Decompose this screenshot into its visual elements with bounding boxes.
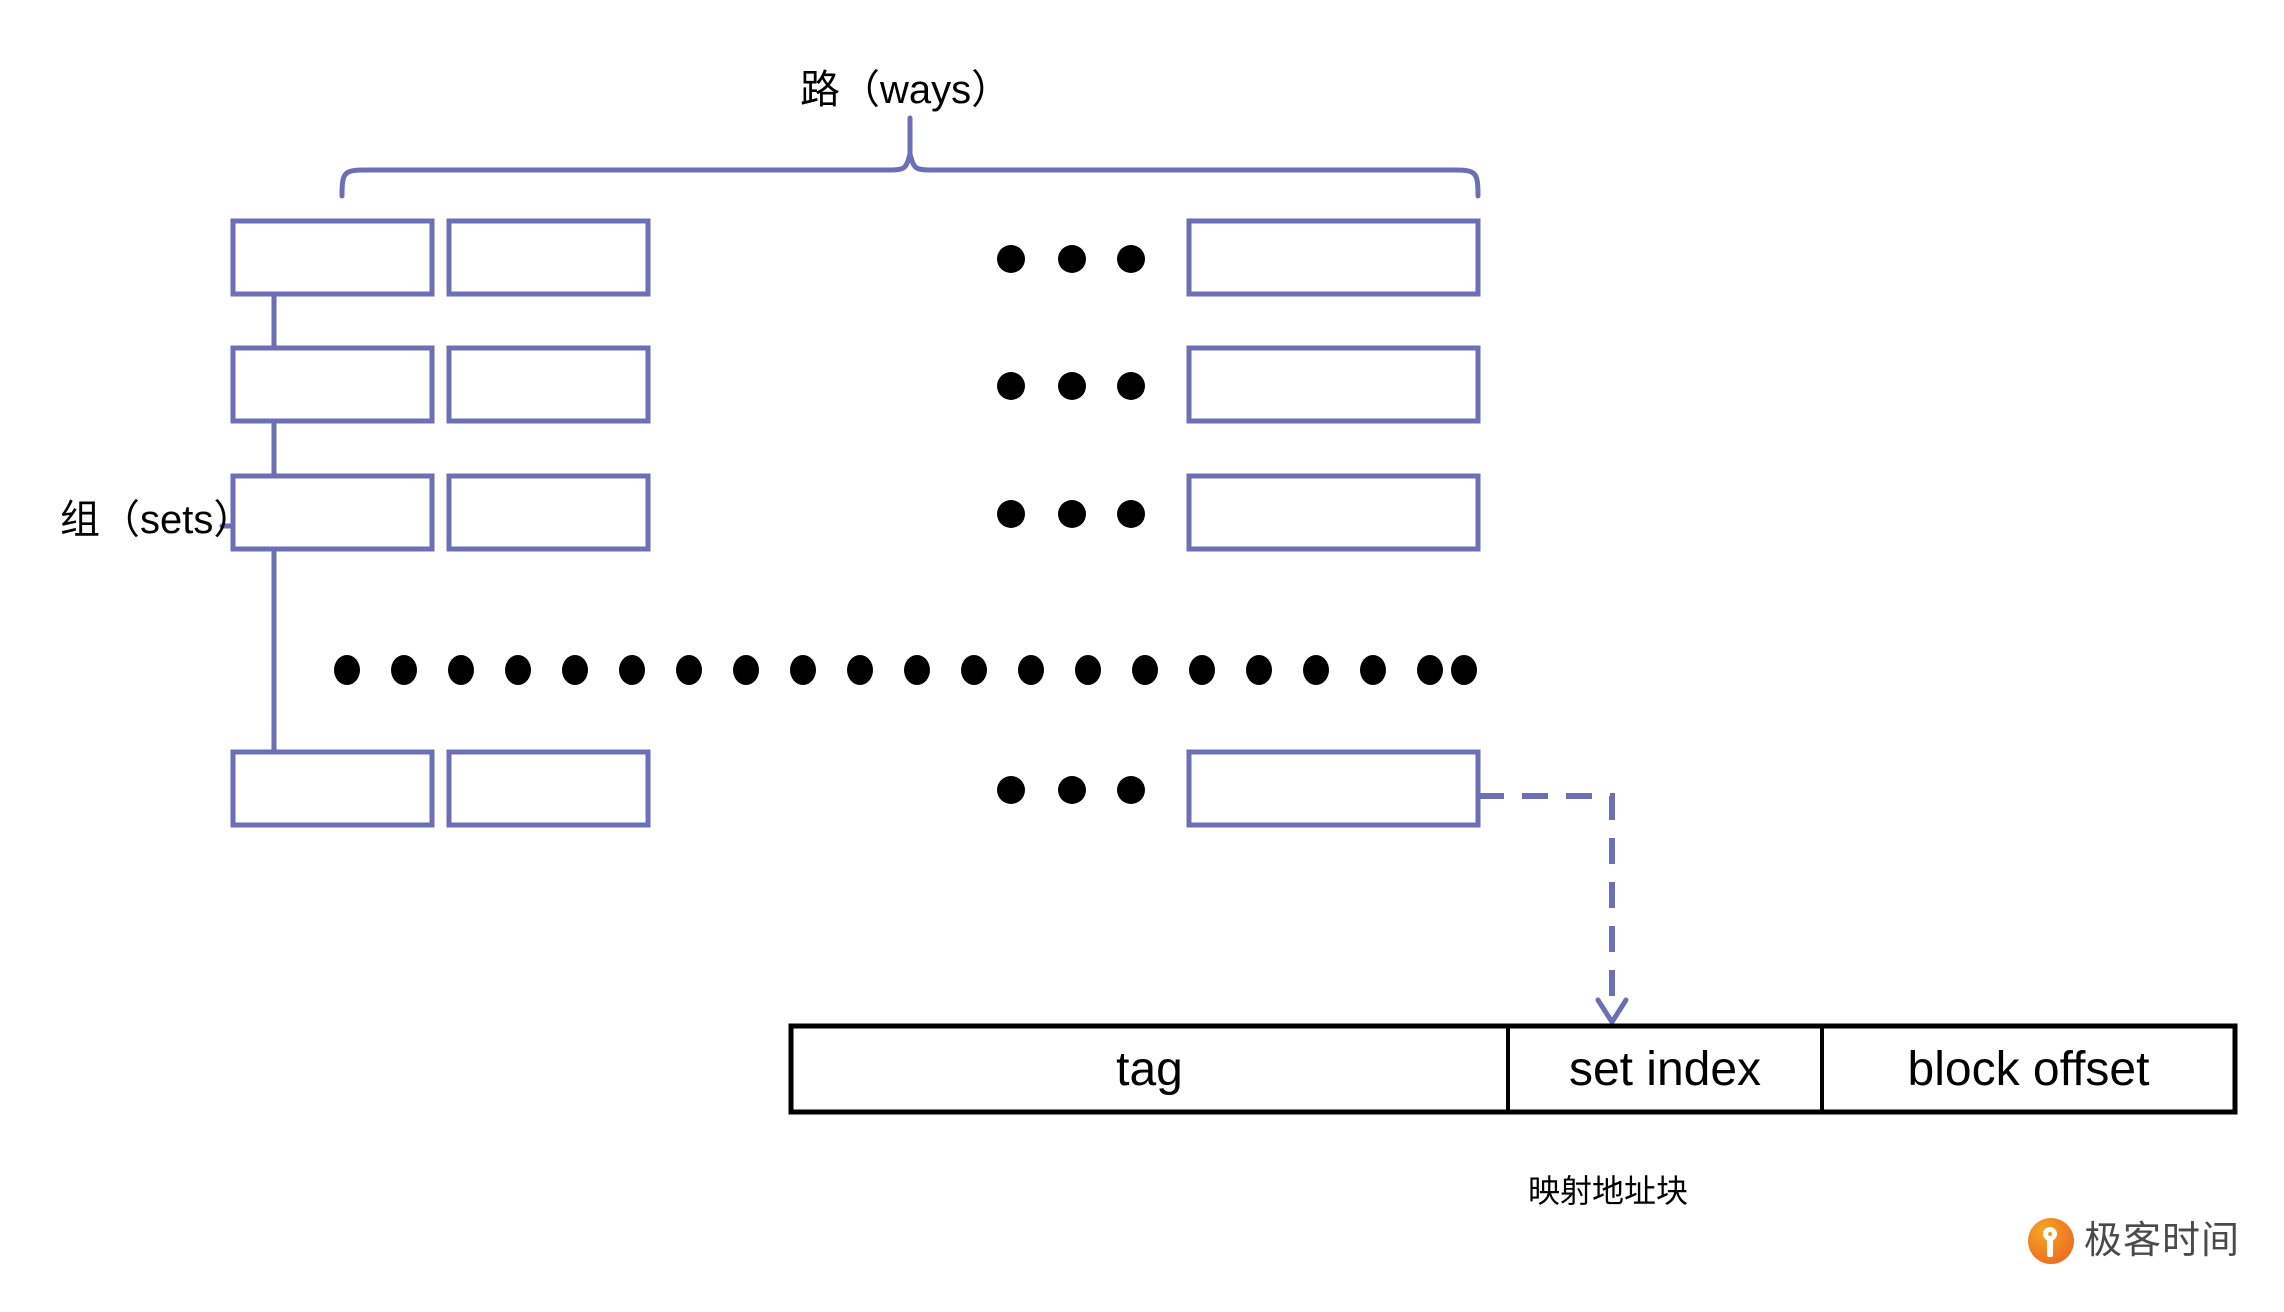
cache-cell-rowN-wayN[interactable]	[1186, 749, 1481, 828]
geektime-logo-icon	[2028, 1218, 2074, 1264]
column-ellipsis-rowN	[997, 776, 1145, 804]
cache-cell-row1-way2[interactable]	[446, 218, 651, 297]
column-ellipsis-row3	[997, 500, 1145, 528]
sets-label: 组（sets）	[60, 498, 254, 542]
address-field-tag[interactable]: tag	[1116, 1042, 1183, 1096]
mapping-dashed-arrow	[1478, 793, 1629, 1025]
column-ellipsis-row1	[997, 245, 1145, 273]
address-field-block-offset[interactable]: block offset	[1907, 1042, 2150, 1096]
cache-cell-row3-way1[interactable]	[230, 473, 435, 552]
cache-cell-row1-way1[interactable]	[230, 218, 435, 297]
column-ellipsis-row2	[997, 372, 1145, 400]
cache-cell-row3-wayN[interactable]	[1186, 473, 1481, 552]
ways-brace	[339, 115, 1481, 199]
address-field-set-index[interactable]: set index	[1568, 1042, 1762, 1096]
cache-cell-row1-wayN[interactable]	[1186, 218, 1481, 297]
cache-cell-row2-wayN[interactable]	[1186, 345, 1481, 424]
cache-cell-row2-way2[interactable]	[446, 345, 651, 424]
ways-label: 路（ways）	[800, 68, 1012, 112]
geektime-watermark: 极客时间	[2028, 1218, 2240, 1264]
address-block-caption: 映射地址块	[1528, 1173, 1689, 1209]
cache-cell-rowN-way1[interactable]	[230, 749, 435, 828]
cache-cell-row3-way2[interactable]	[446, 473, 651, 552]
cache-cell-rowN-way2[interactable]	[446, 749, 651, 828]
address-block-outline	[788, 1023, 2238, 1115]
row-ellipsis	[334, 655, 1477, 685]
geektime-wordmark: 极客时间	[2084, 1220, 2241, 1262]
cache-cell-row2-way1[interactable]	[230, 345, 435, 424]
